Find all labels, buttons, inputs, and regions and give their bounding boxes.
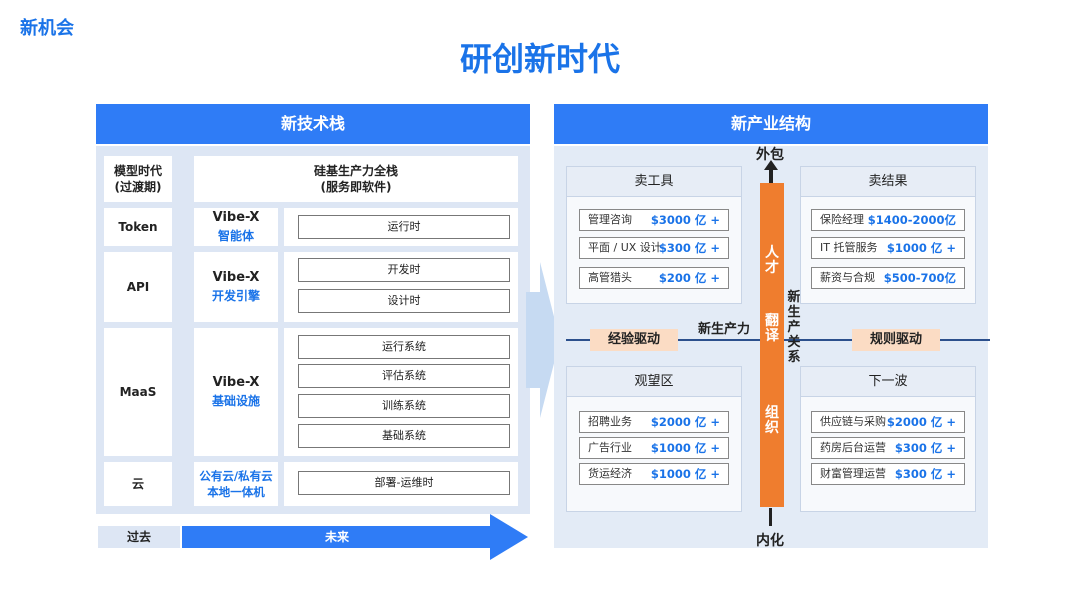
item-name: 管理咨询 <box>588 213 632 226</box>
timeline-past: 过去 <box>98 526 180 548</box>
experience-driven-label: 经验驱动 <box>590 329 678 351</box>
item-value: $300 亿 + <box>894 441 956 455</box>
list-item: 招聘业务 $2000 亿 + <box>579 411 729 433</box>
rule-driven-label: 规则驱动 <box>852 329 940 351</box>
quadrant-sell-results: 卖结果 保险经理$1400-2000亿 IT 托管服务 $1000 亿 + 薪资与… <box>800 166 976 304</box>
item-value: $2000 亿 + <box>650 415 720 429</box>
right-panel-header: 新产业结构 <box>554 104 988 144</box>
item-name: 招聘业务 <box>588 415 632 428</box>
bar-text-talent: 人才 <box>765 245 779 276</box>
item-name: 货运经济 <box>588 467 632 480</box>
item-name: IT 托管服务 <box>820 241 878 254</box>
axis-outsource-label: 外包 <box>756 147 784 163</box>
left-panel-header: 新技术栈 <box>96 104 530 144</box>
base-system-item: 基础系统 <box>298 424 510 448</box>
row-label-token: Token <box>104 208 172 246</box>
vibe-agent: Vibe-X 智能体 <box>194 208 278 246</box>
axis-down-line <box>769 508 772 526</box>
item-name: 药房后台运营 <box>820 441 886 454</box>
timeline-arrowhead <box>490 514 528 560</box>
quadrant-title: 观望区 <box>567 367 741 397</box>
list-item: 货运经济 $1000 亿 + <box>579 463 729 485</box>
vibe-subtitle: 基础设施 <box>211 394 260 408</box>
list-item: 广告行业 $1000 亿 + <box>579 437 729 459</box>
vibe-infra: Vibe-X 基础设施 <box>194 328 278 456</box>
eval-system-item: 评估系统 <box>298 364 510 388</box>
axis-up-arrow <box>764 160 778 184</box>
page-title: 研创新时代 <box>459 40 620 78</box>
item-name: 保险经理 <box>820 213 864 226</box>
list-item: IT 托管服务 $1000 亿 + <box>811 237 965 259</box>
vibe-subtitle: 智能体 <box>217 229 254 243</box>
item-value: $2000 亿 + <box>886 415 956 429</box>
talent-translation-org-bar <box>760 183 784 507</box>
item-name: 高管猎头 <box>588 271 632 284</box>
deploy-ops-item: 部署-运维时 <box>298 471 510 495</box>
item-value: $500-700亿 <box>883 271 956 285</box>
quadrant-title: 下一波 <box>801 367 975 397</box>
cloud-options-text: 公有云/私有云 本地一体机 <box>199 469 273 499</box>
timeline-future: 未来 <box>182 526 492 548</box>
item-name: 财富管理运营 <box>820 467 886 480</box>
quadrant-wait-and-see: 观望区 招聘业务 $2000 亿 + 广告行业 $1000 亿 + 货运经济 $100… <box>566 366 742 512</box>
quadrant-title: 卖结果 <box>801 167 975 197</box>
item-value: $300 亿 + <box>658 241 720 255</box>
vibe-subtitle: 开发引擎 <box>211 289 260 303</box>
new-production-relations-label: 新生产关系 <box>787 290 801 365</box>
item-name: 供应链与采购 <box>820 415 886 428</box>
item-value: $1000 亿 + <box>650 467 720 481</box>
run-system-item: 运行系统 <box>298 335 510 359</box>
list-item: 保险经理$1400-2000亿 <box>811 209 965 231</box>
silicon-stack-title: 硅基生产力全栈 (服务即软件) <box>194 156 518 202</box>
axis-insource-label: 内化 <box>756 533 784 549</box>
cloud-options: 公有云/私有云 本地一体机 <box>194 462 278 506</box>
quadrant-next-wave: 下一波 供应链与采购$2000 亿 + 药房后台运营 $300 亿 + 财富管理运… <box>800 366 976 512</box>
runtime-item: 运行时 <box>298 215 510 239</box>
item-value: $200 亿 + <box>658 271 720 285</box>
corner-label: 新机会 <box>20 18 74 39</box>
quadrant-sell-tools: 卖工具 管理咨询 $3000 亿 + 平面 / UX 设计$300 亿 + 高管猎… <box>566 166 742 304</box>
vibe-title: Vibe-X <box>212 210 260 225</box>
vibe-title: Vibe-X <box>212 270 260 285</box>
list-item: 供应链与采购$2000 亿 + <box>811 411 965 433</box>
item-value: $1000 亿 + <box>886 241 956 255</box>
train-system-item: 训练系统 <box>298 394 510 418</box>
item-name: 平面 / UX 设计 <box>588 241 662 254</box>
item-value: $1400-2000亿 <box>867 213 956 227</box>
item-value: $3000 亿 + <box>650 213 720 227</box>
row-label-cloud: 云 <box>104 462 172 506</box>
list-item: 财富管理运营 $300 亿 + <box>811 463 965 485</box>
designtime-item: 设计时 <box>298 289 510 313</box>
list-item: 薪资与合规 $500-700亿 <box>811 267 965 289</box>
item-value: $1000 亿 + <box>650 441 720 455</box>
bar-text-organization: 组织 <box>765 405 779 436</box>
list-item: 药房后台运营 $300 亿 + <box>811 437 965 459</box>
item-name: 薪资与合规 <box>820 271 875 284</box>
devtime-item: 开发时 <box>298 258 510 282</box>
new-productivity-label: 新生产力 <box>698 322 751 337</box>
vibe-title: Vibe-X <box>212 375 260 390</box>
list-item: 管理咨询 $3000 亿 + <box>579 209 729 231</box>
quadrant-title: 卖工具 <box>567 167 741 197</box>
connector-arrow <box>526 262 560 418</box>
row-label-maas: MaaS <box>104 328 172 456</box>
list-item: 平面 / UX 设计$300 亿 + <box>579 237 729 259</box>
row-label-api: API <box>104 252 172 322</box>
vibe-dev-engine: Vibe-X 开发引擎 <box>194 252 278 322</box>
bar-text-translation: 翻译 <box>765 313 779 344</box>
item-value: $300 亿 + <box>894 467 956 481</box>
model-era-label: 模型时代 (过渡期) <box>104 156 172 202</box>
list-item: 高管猎头 $200 亿 + <box>579 267 729 289</box>
item-name: 广告行业 <box>588 441 632 454</box>
